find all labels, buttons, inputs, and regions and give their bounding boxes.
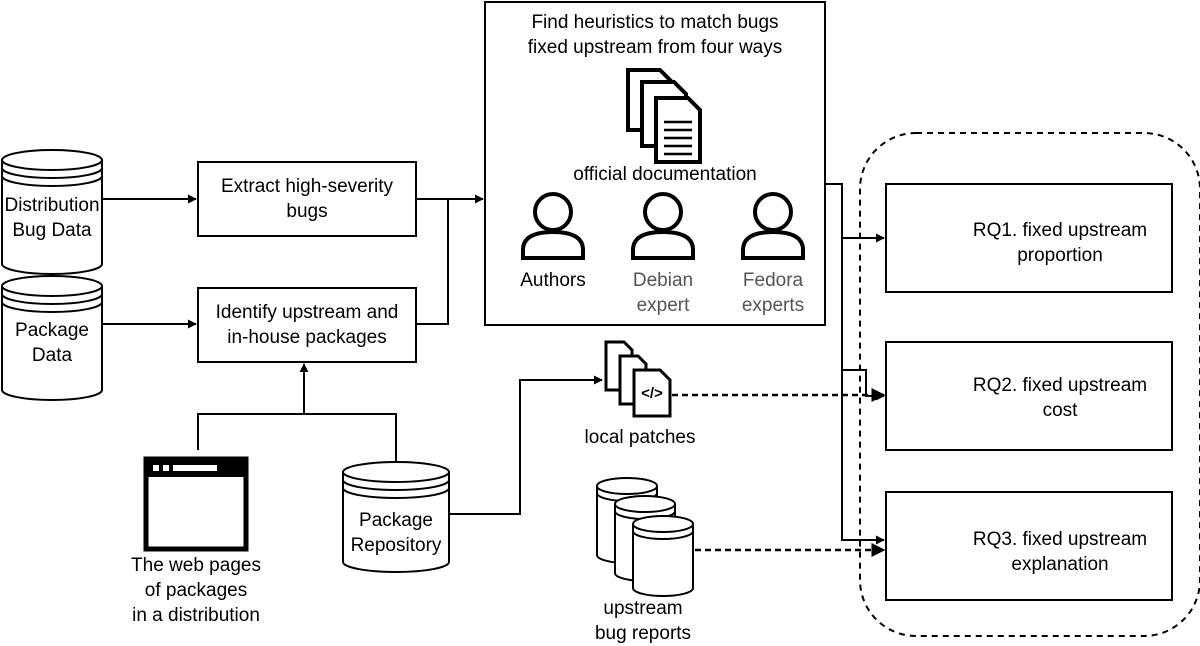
- database-icon: [632, 515, 694, 597]
- rq2-line2: cost: [1042, 400, 1078, 421]
- upstream-bug-reports-line2: bug reports: [594, 623, 692, 644]
- line-webpages-up: [197, 413, 397, 462]
- database-icon: [1, 149, 103, 275]
- rq2-label: RQ2. fixed upstream cost: [940, 373, 1180, 423]
- package-data-line2: Data: [31, 345, 73, 366]
- extract-bugs-box: [197, 161, 417, 237]
- rq3-box: [885, 491, 1173, 601]
- package-repository-label: Package Repository: [343, 508, 449, 558]
- package-repository-line1: Package: [359, 510, 433, 531]
- arrow-heuristics-to-rq1: [825, 183, 885, 243]
- rq-group-container: [859, 132, 1200, 637]
- extract-bugs-line2: bugs: [286, 201, 328, 222]
- code-glyph: </>: [641, 385, 663, 402]
- official-documentation-label: official documentation: [573, 164, 757, 185]
- heuristics-title-line1: Find heuristics to match bugs: [531, 12, 779, 33]
- code-file-icon: [604, 340, 672, 418]
- web-pages-line1: The web pages: [131, 555, 261, 576]
- rq3-label: RQ3. fixed upstream explanation: [940, 527, 1180, 577]
- authors-label: Authors: [520, 270, 586, 291]
- heuristics-title-line2: fixed upstream from four ways: [527, 37, 783, 58]
- arrow-repo-to-patches: [449, 375, 603, 515]
- connectors: [102, 183, 886, 557]
- debian-expert-label: Debian expert: [613, 268, 713, 318]
- arrow-heuristics-to-rq3: [841, 370, 885, 545]
- web-pages-line2: of packages: [144, 580, 248, 601]
- heuristics-title: Find heuristics to match bugs fixed upst…: [485, 10, 825, 60]
- local-patches-label: local patches: [584, 427, 696, 448]
- extract-bugs-label: Extract high-severity bugs: [198, 174, 416, 224]
- upstream-bug-reports-label: upstream bug reports: [568, 596, 718, 646]
- database-icon: [1, 275, 103, 401]
- rq2-line1: RQ2. fixed upstream: [972, 375, 1148, 396]
- document-stack-icon: [626, 68, 702, 164]
- person-icon: [521, 192, 585, 260]
- distribution-bug-data-line2: Bug Data: [12, 220, 92, 241]
- line-identify-to-heuristics: [416, 199, 449, 325]
- rq2-box: [885, 341, 1173, 451]
- upstream-bug-reports-line1: upstream: [603, 598, 683, 619]
- rq1-box: [885, 183, 1173, 293]
- debian-expert-line1: Debian: [632, 270, 694, 291]
- debian-expert-line2: expert: [636, 295, 690, 316]
- identify-packages-label: Identify upstream and in-house packages: [198, 300, 416, 350]
- package-repository-line2: Repository: [350, 535, 442, 556]
- arrow-heuristics-to-rq2: [841, 238, 885, 401]
- distribution-bug-data-line1: Distribution: [4, 195, 100, 216]
- distribution-bug-data-label: Distribution Bug Data: [0, 193, 104, 243]
- identify-packages-line2: in-house packages: [227, 327, 387, 348]
- browser-window-icon: [143, 456, 249, 552]
- package-data-label: Package Data: [0, 318, 104, 368]
- rq3-line2: explanation: [1011, 554, 1109, 575]
- fedora-experts-label: Fedora experts: [723, 268, 823, 318]
- rq1-label: RQ1. fixed upstream proportion: [940, 218, 1180, 268]
- identify-packages-line1: Identify upstream and: [215, 302, 399, 323]
- extract-bugs-line1: Extract high-severity: [220, 176, 394, 197]
- fedora-experts-line2: experts: [741, 295, 805, 316]
- package-data-line1: Package: [15, 320, 89, 341]
- web-pages-line3: in a distribution: [132, 605, 260, 626]
- fedora-experts-line1: Fedora: [742, 270, 804, 291]
- rq1-line1: RQ1. fixed upstream: [972, 220, 1148, 241]
- person-icon: [631, 192, 695, 260]
- person-icon: [741, 192, 805, 260]
- rq1-line2: proportion: [1017, 245, 1103, 266]
- web-pages-label: The web pages of packages in a distribut…: [106, 553, 286, 628]
- rq3-line1: RQ3. fixed upstream: [972, 529, 1148, 550]
